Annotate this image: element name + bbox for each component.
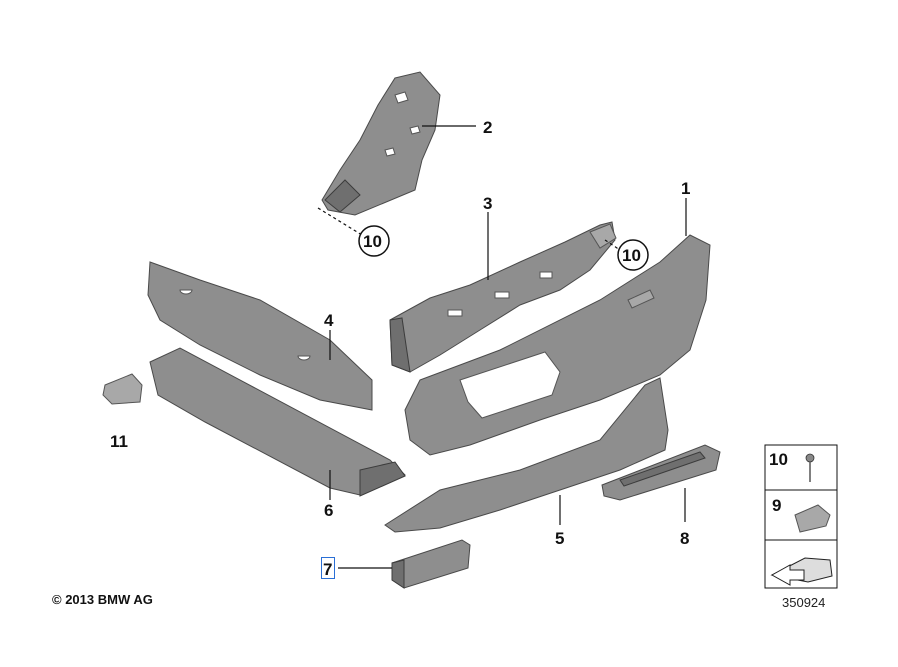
part-5-lower-panel[interactable] xyxy=(384,377,669,533)
part-7-clip-cover[interactable] xyxy=(391,539,471,589)
part-2-cover[interactable] xyxy=(321,71,441,216)
clip-nut-icon xyxy=(794,504,831,533)
selection-highlight xyxy=(321,557,335,579)
callout-10a: 10 xyxy=(363,232,382,251)
callout-4: 4 xyxy=(324,311,334,330)
hardware-legend: 10 9 xyxy=(764,444,838,589)
callout-2: 2 xyxy=(483,118,492,137)
diagram-number: 350924 xyxy=(782,595,826,610)
part-11-cap[interactable] xyxy=(102,373,143,405)
screw-icon xyxy=(805,453,815,482)
callout-10b: 10 xyxy=(622,246,641,265)
callout-7: 7 xyxy=(323,560,332,579)
callout-11: 11 xyxy=(110,432,128,451)
callout-1: 1 xyxy=(681,179,690,198)
callout-6: 6 xyxy=(324,501,333,520)
callout-5: 5 xyxy=(555,529,564,548)
part-3-panel[interactable] xyxy=(389,221,617,373)
part-1-side-trim[interactable] xyxy=(404,234,711,456)
legend-9-label: 9 xyxy=(772,496,781,515)
callout-3: 3 xyxy=(483,194,492,213)
copyright-notice: © 2013 BMW AG xyxy=(52,592,153,607)
part-8-rail-cover[interactable] xyxy=(601,444,721,501)
part-6-lower-trim[interactable] xyxy=(149,347,406,497)
callout-8: 8 xyxy=(680,529,689,548)
legend-10-label: 10 xyxy=(769,450,788,469)
callout-10b-ring xyxy=(617,239,649,271)
part-4-trim-strip[interactable] xyxy=(147,261,373,411)
callout-10a-ring xyxy=(358,225,390,257)
leader-10a xyxy=(317,207,363,236)
direction-arrow-icon xyxy=(770,557,833,586)
